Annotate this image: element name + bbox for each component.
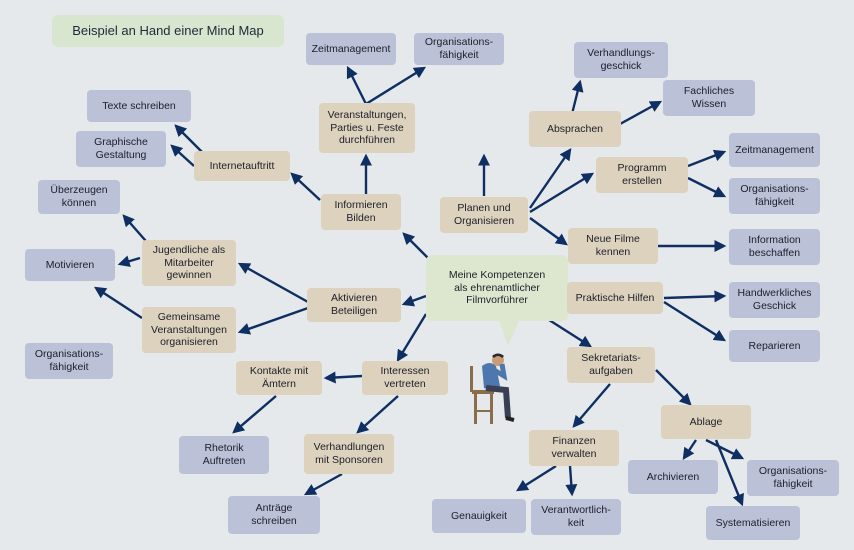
- connector-arrow: [237, 306, 309, 335]
- node-informieren-bilden: Informieren Bilden: [321, 194, 401, 230]
- connector-arrow: [515, 464, 557, 492]
- connector-arrow: [682, 439, 697, 460]
- connector-arrow: [402, 232, 429, 259]
- center-node: Meine Kompetenzen als ehrenamtlicher Fil…: [426, 255, 568, 321]
- node-jugendliche: Jugendliche als Mitarbeiter gewinnen: [142, 240, 236, 286]
- connector-arrow: [529, 172, 595, 214]
- connector-arrow: [572, 383, 611, 428]
- node-neue-filme: Neue Filme kennen: [568, 228, 658, 264]
- connector-arrow: [117, 255, 141, 267]
- node-internetauftritt: Internetauftritt: [194, 151, 290, 181]
- node-texte-schreiben: Texte schreiben: [87, 90, 191, 122]
- node-orgfaehigkeit-top: Organisations- fähigkeit: [414, 33, 504, 65]
- node-verantwortlichkeit: Verantwortlich- keit: [531, 499, 621, 535]
- connector-arrow: [663, 290, 727, 303]
- node-systematisieren: Systematisieren: [706, 506, 800, 540]
- node-praktische: Praktische Hilfen: [567, 282, 663, 314]
- node-gemeinsame: Gemeinsame Veranstaltungen organisieren: [142, 307, 236, 353]
- connector-arrow: [565, 465, 578, 497]
- connector-arrow: [705, 438, 745, 460]
- connector-arrow: [232, 395, 277, 434]
- connector-arrow: [170, 144, 195, 167]
- connector-arrow: [346, 65, 368, 105]
- node-programm: Programm erstellen: [596, 157, 688, 193]
- connector-arrow: [687, 149, 727, 168]
- connector-arrow: [356, 395, 399, 434]
- connector-arrow: [237, 262, 309, 304]
- connector-arrow: [655, 369, 692, 406]
- node-kontakte: Kontakte mit Ämtern: [236, 361, 322, 395]
- node-zeitmanagement-top: Zeitmanagement: [306, 33, 396, 65]
- node-zeitmanagement-right: Zeitmanagement: [729, 133, 820, 167]
- connector-arrow: [545, 316, 593, 348]
- node-interessen: Interessen vertreten: [362, 361, 448, 395]
- node-archivieren: Archivieren: [628, 460, 718, 494]
- connector-arrow: [570, 79, 584, 115]
- node-orgfaehigkeit-bottom: Organisations- fähigkeit: [747, 460, 839, 496]
- map-title: Beispiel an Hand einer Mind Map: [52, 15, 284, 47]
- connector-arrow: [396, 313, 428, 363]
- connector-arrow: [663, 300, 727, 342]
- node-verhandlungen-sponsoren: Verhandlungen mit Sponsoren: [304, 434, 394, 474]
- node-handwerkliches: Handwerkliches Geschick: [729, 282, 820, 318]
- node-aktivieren: Aktivieren Beteiligen: [307, 288, 401, 322]
- node-motivieren: Motivieren: [25, 249, 115, 281]
- connector-arrow: [529, 217, 568, 246]
- node-fachliches-wissen: Fachliches Wissen: [663, 80, 755, 116]
- connector-arrow: [401, 294, 427, 307]
- node-reparieren: Reparieren: [729, 330, 820, 362]
- connector-arrow: [93, 286, 143, 320]
- node-absprachen: Absprachen: [529, 111, 621, 147]
- connector-arrow: [529, 148, 572, 209]
- node-orgfaehigkeit-right: Organisations- fähigkeit: [729, 178, 820, 214]
- node-ablage: Ablage: [661, 405, 751, 439]
- connector-arrow: [303, 472, 343, 496]
- node-genauigkeit: Genauigkeit: [432, 499, 526, 533]
- node-ueberzeugen: Überzeugen können: [38, 180, 120, 214]
- node-antraege: Anträge schreiben: [228, 496, 320, 534]
- connector-arrow: [290, 172, 321, 201]
- connector-arrow: [365, 66, 427, 106]
- node-verhandlungsgeschick: Verhandlungs- geschick: [574, 42, 668, 78]
- connector-arrow: [714, 439, 744, 507]
- seated-person-illustration: [470, 353, 515, 424]
- node-orgfaehigkeit-left: Organisations- fähigkeit: [25, 343, 113, 379]
- node-information: Information beschaffen: [729, 229, 820, 265]
- node-veranstaltungen: Veranstaltungen, Parties u. Feste durchf…: [319, 103, 415, 153]
- node-sekretariat: Sekretariats- aufgaben: [567, 347, 655, 383]
- node-planen: Planen und Organisieren: [440, 197, 528, 233]
- connector-arrow: [323, 371, 363, 384]
- connector-arrow: [687, 176, 727, 198]
- node-graphische-gestaltung: Graphische Gestaltung: [76, 131, 166, 167]
- connector-arrow: [619, 100, 663, 126]
- connector-arrow: [174, 124, 203, 153]
- node-rhetorik: Rhetorik Auftreten: [179, 436, 269, 474]
- node-finanzen: Finanzen verwalten: [529, 430, 619, 466]
